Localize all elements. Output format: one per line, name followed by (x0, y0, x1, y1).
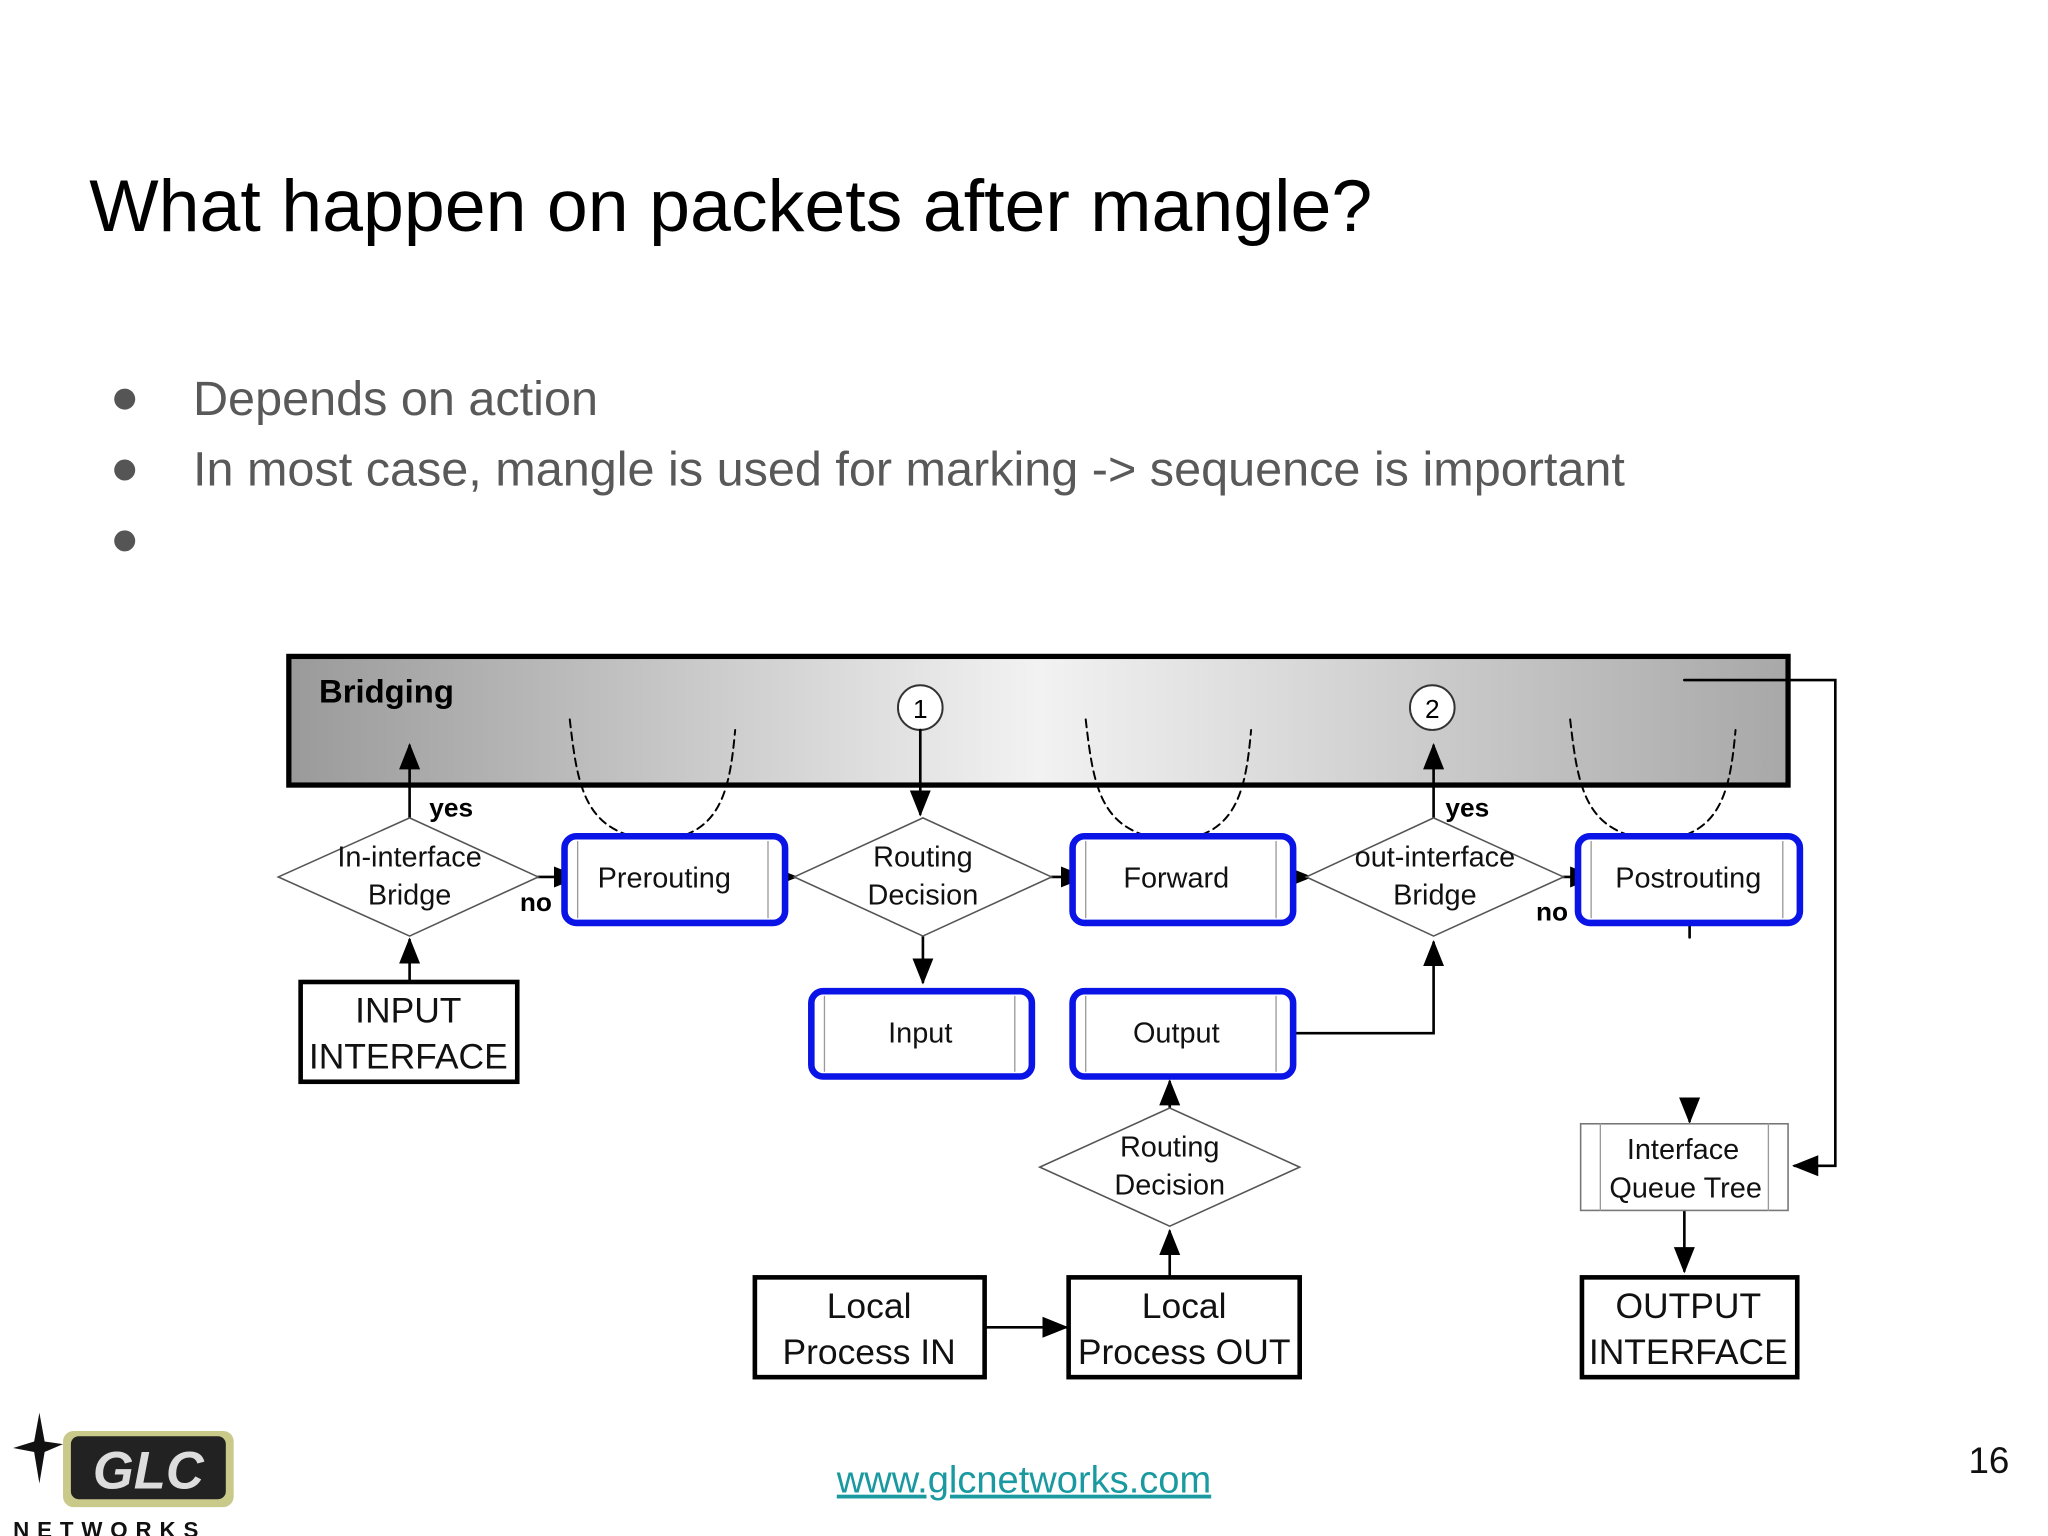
bridge-loop-lines (568, 718, 1737, 842)
input-interface-box (298, 979, 520, 1085)
footer-link[interactable]: www.glcnetworks.com (836, 1460, 1211, 1502)
routing-decision-top (792, 817, 1054, 937)
diamond-label: In-interface (337, 841, 481, 873)
logo-text: GLC (93, 1442, 205, 1501)
box-label: OUTPUT (1615, 1286, 1761, 1326)
box-label: Interface (1627, 1134, 1739, 1166)
forward-label: Forward (1123, 862, 1229, 894)
yes-label: yes (429, 793, 473, 823)
no-label: no (1536, 896, 1568, 926)
page-number: 16 (1968, 1440, 2009, 1481)
bridging-band (286, 653, 1791, 788)
input-chain (808, 987, 1036, 1080)
diamond-label: Routing (873, 841, 973, 873)
output-interface-box (1579, 1275, 1800, 1380)
postrouting-label: Postrouting (1615, 862, 1761, 894)
bullet-dot (114, 530, 136, 552)
local-process-in-box (752, 1275, 987, 1380)
box-label: INTERFACE (309, 1037, 508, 1077)
box-label: Queue Tree (1609, 1172, 1762, 1204)
in-interface-bridge-decision (276, 817, 541, 937)
diamond-label: Bridge (1393, 880, 1476, 912)
yes-label: yes (1445, 793, 1489, 823)
circle-2 (1408, 684, 1456, 731)
diamond-label: Bridge (368, 880, 451, 912)
bullet-dot (114, 388, 136, 410)
logo-subtext: NETWORKS (13, 1517, 206, 1536)
output-label: Output (1133, 1017, 1220, 1049)
star-icon (13, 1412, 64, 1484)
circle-1-label: 1 (913, 694, 928, 724)
interface-queue-tree-box (1579, 1122, 1789, 1212)
box-label: INTERFACE (1589, 1332, 1788, 1372)
diamond-label: Decision (1114, 1170, 1225, 1202)
bullet-item: In most case, mangle is used for marking… (193, 443, 1625, 497)
output-chain (1069, 987, 1297, 1080)
input-label: Input (888, 1017, 952, 1049)
forward-chain (1069, 832, 1297, 927)
diamond-label: Routing (1120, 1132, 1220, 1164)
box-label: Local (1142, 1286, 1227, 1326)
postrouting-chain (1574, 832, 1804, 927)
bullet-dot (114, 459, 136, 481)
prerouting-chain (561, 832, 789, 927)
slide-title: What happen on packets after mangle? (89, 164, 1372, 247)
local-process-out-box (1066, 1275, 1302, 1380)
glc-logo: GLC NETWORKS (13, 1412, 234, 1536)
bullet-item: Depends on action (193, 372, 598, 426)
circle-2-label: 2 (1425, 694, 1440, 724)
box-label: Process OUT (1078, 1332, 1291, 1372)
diamond-label: out-interface (1355, 841, 1516, 873)
routing-decision-bottom (1037, 1107, 1302, 1228)
diamond-label: Decision (868, 880, 979, 912)
bridging-label: Bridging (319, 672, 454, 709)
packet-flow-diagram: Bridging 1 2 (276, 653, 1837, 1380)
bullet-list: Depends on action In most case, mangle i… (114, 372, 1625, 552)
box-label: Process IN (782, 1332, 955, 1372)
no-label: no (520, 887, 552, 917)
out-interface-bridge-decision (1304, 817, 1566, 937)
box-label: Local (827, 1286, 912, 1326)
prerouting-label: Prerouting (598, 862, 731, 894)
box-label: INPUT (355, 991, 461, 1031)
